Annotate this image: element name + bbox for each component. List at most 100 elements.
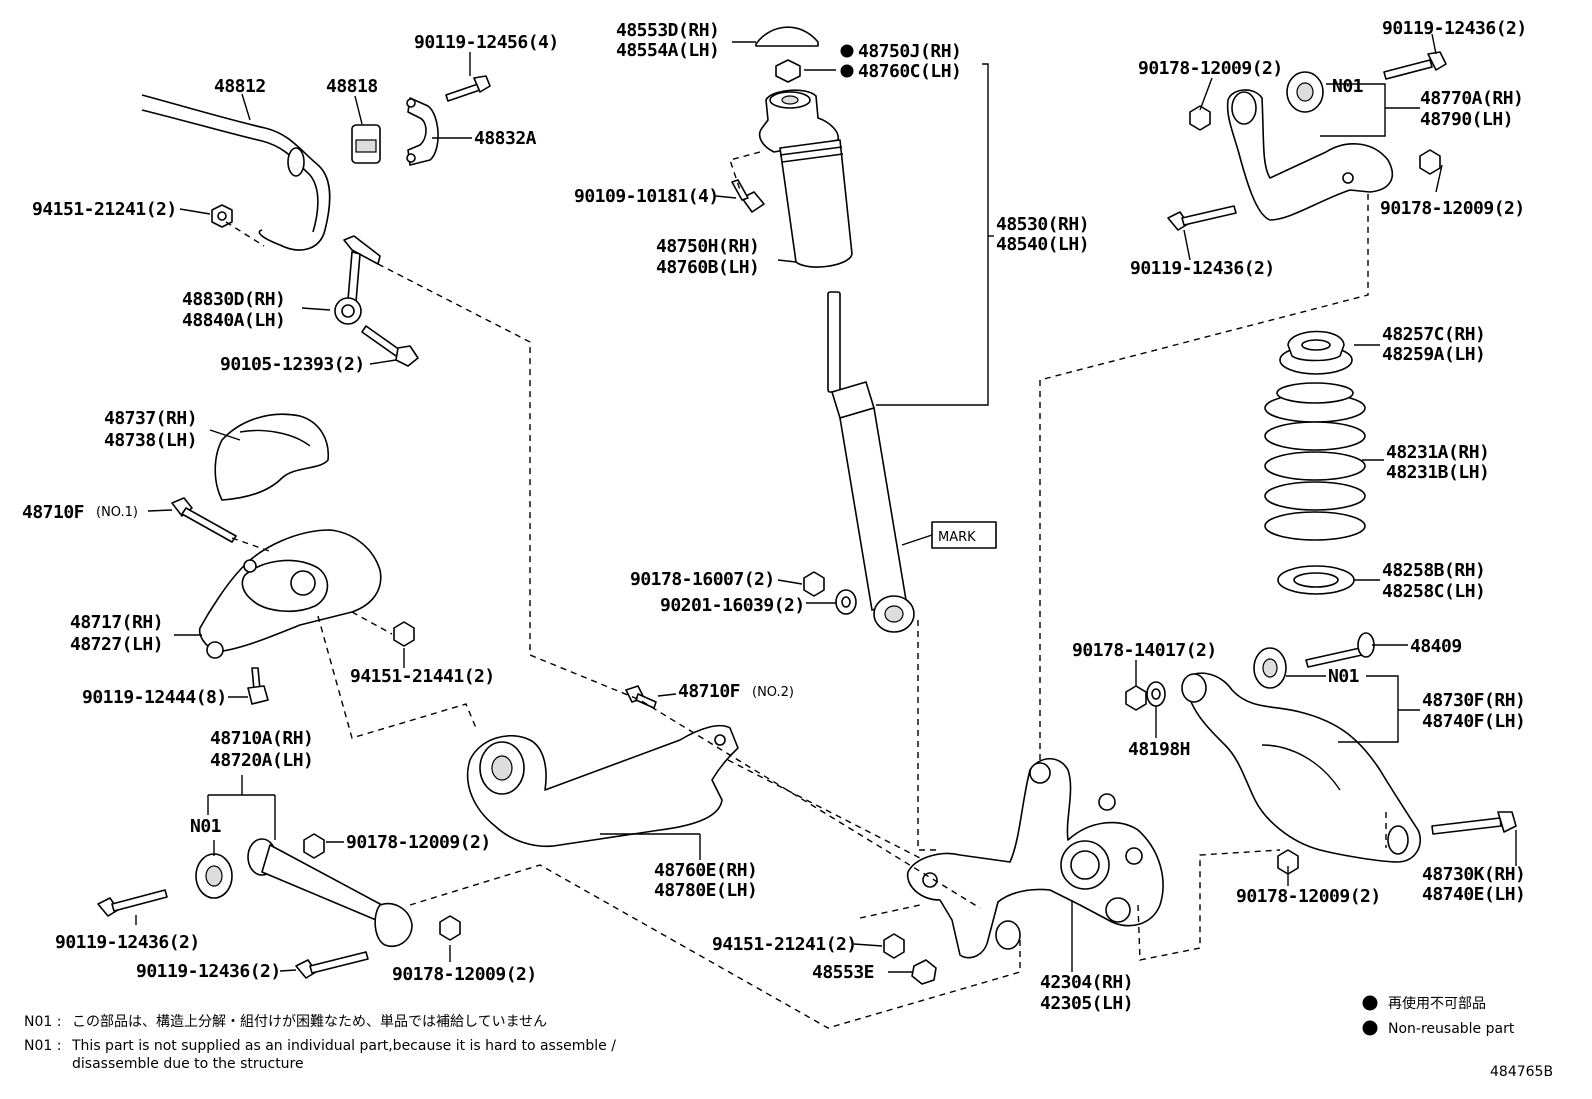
svg-text:48257C(RH): 48257C(RH) (1382, 324, 1485, 345)
svg-text:48258C(LH): 48258C(LH) (1382, 581, 1485, 602)
svg-text:48760B(LH): 48760B(LH) (656, 257, 759, 278)
svg-text:48740E(LH): 48740E(LH) (1422, 884, 1525, 905)
svg-text:48832A: 48832A (474, 128, 537, 149)
rear-knuckle (906, 757, 1164, 959)
svg-text:48737(RH): 48737(RH) (104, 408, 197, 429)
svg-text:48730K(RH): 48730K(RH) (1422, 864, 1525, 885)
mark-box (931, 521, 997, 549)
svg-text:90119-12436(2): 90119-12436(2) (1130, 258, 1275, 279)
nut-90178-12009-c (1189, 105, 1211, 131)
bolt-48409 (1305, 632, 1375, 668)
nonreusable-dot-2 (840, 64, 854, 78)
coil-spring (1264, 382, 1366, 541)
washer-90201-16039 (835, 589, 857, 615)
trailing-arm-bracket (198, 529, 382, 659)
svg-text:90178-12009(2): 90178-12009(2) (1138, 58, 1283, 79)
svg-text:48760C(LH): 48760C(LH) (858, 61, 961, 82)
svg-text:48258B(RH): 48258B(RH) (1382, 560, 1485, 581)
svg-text:48818: 48818 (326, 76, 378, 97)
svg-text:90178-16007(2): 90178-16007(2) (630, 569, 775, 590)
spring-cover (214, 413, 329, 501)
bolt-90119-12456 (445, 75, 491, 102)
nut-90178-12009-b (439, 915, 461, 941)
upper-arm-bushing (1286, 71, 1324, 113)
svg-text:48710A(RH): 48710A(RH) (210, 728, 313, 749)
bolt-90119-12436-c (1383, 51, 1447, 80)
svg-text:42305(LH): 42305(LH) (1040, 993, 1133, 1014)
svg-text:disassemble due to the structu: disassemble due to the structure (72, 1056, 304, 1072)
bolt-48730k (1431, 811, 1517, 835)
svg-text:48780E(LH): 48780E(LH) (654, 880, 757, 901)
svg-text:90109-10181(4): 90109-10181(4) (574, 186, 719, 207)
stabilizer-bushing (351, 124, 381, 164)
svg-text:48553D(RH): 48553D(RH) (616, 20, 719, 41)
lower-arm-bushing (1253, 647, 1287, 689)
svg-text:90119-12436(2): 90119-12436(2) (55, 932, 200, 953)
svg-text:48750J(RH): 48750J(RH) (858, 41, 961, 62)
nut-90178-12009-d (1419, 149, 1441, 175)
nut-94151-21441 (393, 621, 415, 647)
leader-lines (135, 33, 1517, 973)
svg-text:48554A(LH): 48554A(LH) (616, 40, 719, 61)
svg-text:48760E(RH): 48760E(RH) (654, 860, 757, 881)
svg-text:48750H(RH): 48750H(RH) (656, 236, 759, 257)
svg-text:48738(LH): 48738(LH) (104, 430, 197, 451)
svg-text:N01: N01 (1328, 666, 1359, 687)
svg-text:Non-reusable part: Non-reusable part (1388, 1021, 1515, 1037)
upper-control-arm (1226, 89, 1394, 221)
nut-90178-12009-a (303, 833, 325, 859)
svg-text:(NO.2): (NO.2) (752, 685, 794, 700)
bolt-48710f-no1 (171, 497, 237, 543)
svg-text:(NO.1): (NO.1) (96, 505, 138, 520)
svg-text:48770A(RH): 48770A(RH) (1420, 88, 1523, 109)
lower-control-arm (1181, 672, 1422, 863)
svg-text:48812: 48812 (214, 76, 266, 97)
svg-text:48710F: 48710F (22, 502, 84, 523)
svg-text:48720A(LH): 48720A(LH) (210, 750, 313, 771)
stabilizer-bar (141, 94, 331, 251)
bolt-48553e (911, 959, 937, 985)
bolt-90119-12436-b (295, 951, 369, 979)
trailing-arm (466, 724, 739, 848)
dust-boot (779, 139, 853, 268)
assembly-lines (225, 151, 1387, 1029)
washer-48198h (1146, 681, 1166, 707)
shock-absorber (827, 291, 915, 633)
svg-text:48198H: 48198H (1128, 739, 1190, 760)
svg-text:48231A(RH): 48231A(RH) (1386, 442, 1489, 463)
svg-text:94151-21441(2): 94151-21441(2) (350, 666, 495, 687)
svg-text:48740F(LH): 48740F(LH) (1422, 711, 1525, 732)
svg-text:90178-12009(2): 90178-12009(2) (392, 964, 537, 985)
svg-text:90119-12436(2): 90119-12436(2) (1382, 18, 1527, 39)
svg-text:この部品は、構造上分解・組付けが困難なため、単品では補給して: この部品は、構造上分解・組付けが困難なため、単品では補給していません (72, 1014, 547, 1030)
legend-dot-en (1362, 1020, 1378, 1036)
bolt-90119-12436-d (1167, 205, 1237, 231)
svg-text:MARK: MARK (938, 530, 976, 545)
legend: 再使用不可部品 Non-reusable part (1362, 995, 1515, 1037)
lateral-link (247, 838, 413, 947)
svg-text:90105-12393(2): 90105-12393(2) (220, 354, 365, 375)
svg-text:48231B(LH): 48231B(LH) (1386, 462, 1489, 483)
svg-text:48840A(LH): 48840A(LH) (182, 310, 285, 331)
svg-text:90119-12456(4): 90119-12456(4) (414, 32, 559, 53)
stabilizer-link (334, 235, 381, 325)
svg-text:48790(LH): 48790(LH) (1420, 109, 1513, 130)
nonreusable-dot-1 (840, 44, 854, 58)
svg-text:48259A(LH): 48259A(LH) (1382, 344, 1485, 365)
bolt-90105-12393 (361, 325, 419, 367)
diagram-id: 484765B (1490, 1064, 1553, 1080)
shock-cap (755, 26, 819, 47)
bolt-90109-10181 (731, 179, 765, 213)
svg-text:94151-21241(2): 94151-21241(2) (712, 934, 857, 955)
lateral-link-bushing (195, 853, 233, 899)
bolt-48710f-no2 (625, 685, 657, 709)
nut-94151-21241-a (211, 204, 233, 228)
svg-text:48717(RH): 48717(RH) (70, 612, 163, 633)
svg-text:48530(RH): 48530(RH) (996, 214, 1089, 235)
shock-mount (758, 89, 840, 153)
nut-90178-16007 (803, 571, 825, 597)
svg-text:N01 :: N01 : (24, 1014, 61, 1030)
legend-dot-jp (1362, 995, 1378, 1011)
nut-90178-14017 (1125, 685, 1147, 711)
